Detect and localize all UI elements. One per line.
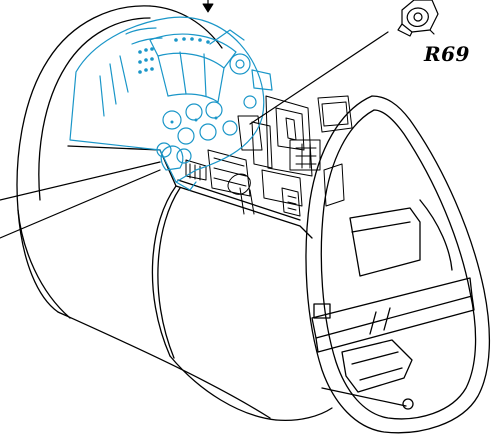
leader-line-callout	[249, 31, 389, 125]
leader-lines	[0, 0, 389, 239]
leader-line-left-upper	[0, 161, 161, 201]
arrow-down-icon	[202, 3, 214, 13]
shell-seam	[151, 185, 177, 357]
bulkhead-crossbar	[311, 277, 473, 339]
small-part-icon	[397, 0, 439, 37]
part-callout-label: R69	[424, 42, 470, 66]
front-bulkhead	[305, 95, 491, 434]
cockpit-interior	[185, 95, 353, 217]
instrument-panel-highlight	[69, 16, 273, 191]
rear-opening-outline	[16, 5, 151, 313]
fuselage-shell	[16, 5, 333, 422]
leader-line-left-lower	[0, 169, 161, 239]
